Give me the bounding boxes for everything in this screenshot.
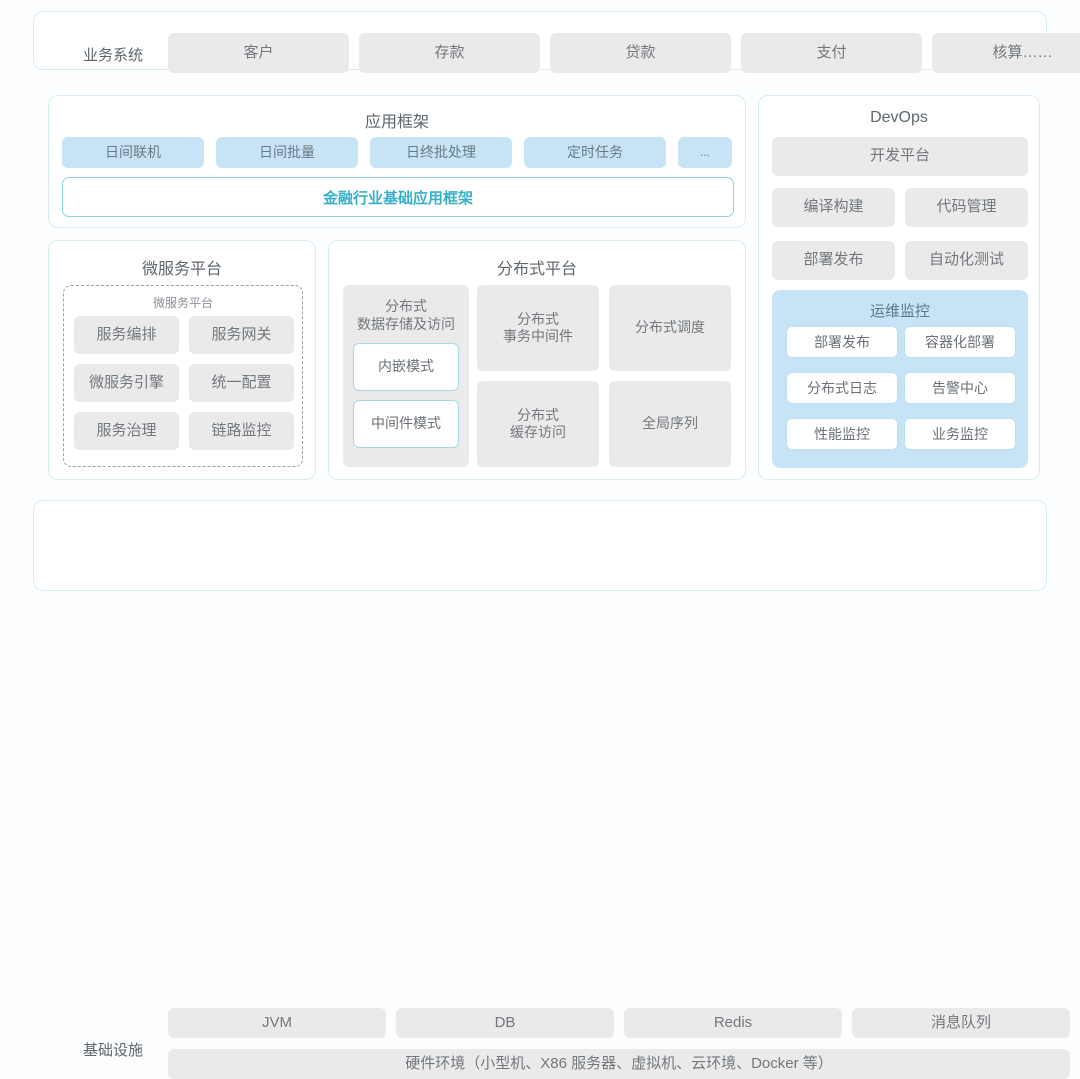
microservice-inner-label: 微服务平台 <box>152 296 213 310</box>
infra-tile-hardware-environment[interactable]: 硬件环境（小型机、X86 服务器、虚拟机、云环境、Docker 等） <box>168 1049 1070 1079</box>
infra-tile-db[interactable]: DB <box>396 1008 614 1038</box>
devops-title: DevOps <box>870 109 928 126</box>
distributed-tile-global-sequence[interactable]: 全局序列 <box>609 381 731 467</box>
infra-tile-message-queue[interactable]: 消息队列 <box>852 1008 1070 1038</box>
application-framework-title: 应用框架 <box>364 114 429 131</box>
app-pill-eod-batch[interactable]: 日终批处理 <box>370 137 512 168</box>
business-tile-customer[interactable]: 客户 <box>168 33 349 73</box>
business-tile-accounting[interactable]: 核算…… <box>932 33 1080 73</box>
storage-mode-embedded[interactable]: 内嵌模式 <box>353 343 459 391</box>
app-pill-daytime-batch[interactable]: 日间批量 <box>216 137 358 168</box>
ops-tile-alert-center[interactable]: 告警中心 <box>904 372 1016 404</box>
ops-monitoring-title: 运维监控 <box>869 303 930 320</box>
devops-card: DevOps 开发平台 编译构建 代码管理 部署发布 自动化测试 运维监控 部署… <box>758 95 1040 480</box>
devops-tile-automated-testing[interactable]: 自动化测试 <box>905 241 1028 280</box>
ops-tile-performance-monitoring[interactable]: 性能监控 <box>786 418 898 450</box>
infrastructure-label: 基础设施 <box>83 1042 144 1059</box>
infra-tile-redis[interactable]: Redis <box>624 1008 842 1038</box>
micro-tile-service-governance[interactable]: 服务治理 <box>74 412 179 450</box>
app-pill-more[interactable]: ... <box>678 137 732 168</box>
business-system-label: 业务系统 <box>83 47 144 64</box>
ops-tile-containerized-deploy[interactable]: 容器化部署 <box>904 326 1016 358</box>
infra-tile-jvm[interactable]: JVM <box>168 1008 386 1038</box>
devops-tile-dev-platform[interactable]: 开发平台 <box>772 137 1028 176</box>
devops-tile-compile-build[interactable]: 编译构建 <box>772 188 895 227</box>
app-pill-scheduled-task[interactable]: 定时任务 <box>524 137 666 168</box>
business-tile-payment[interactable]: 支付 <box>741 33 922 73</box>
micro-tile-link-monitoring[interactable]: 链路监控 <box>189 412 294 450</box>
distributed-platform-card: 分布式平台 分布式 数据存储及访问 内嵌模式 中间件模式 分布式 事务中间件 分… <box>328 240 746 480</box>
distributed-tile-cache-access[interactable]: 分布式 缓存访问 <box>477 381 599 467</box>
application-framework-card: 应用框架 日间联机 日间批量 日终批处理 定时任务 ... 金融行业基础应用框架 <box>48 95 746 228</box>
micro-tile-unified-config[interactable]: 统一配置 <box>189 364 294 402</box>
devops-tile-deploy-release[interactable]: 部署发布 <box>772 241 895 280</box>
micro-tile-service-gateway[interactable]: 服务网关 <box>189 316 294 354</box>
distributed-tile-transaction-middleware[interactable]: 分布式 事务中间件 <box>477 285 599 371</box>
app-pill-daytime-online[interactable]: 日间联机 <box>62 137 204 168</box>
ops-tile-distributed-log[interactable]: 分布式日志 <box>786 372 898 404</box>
devops-tile-code-management[interactable]: 代码管理 <box>905 188 1028 227</box>
distributed-platform-title: 分布式平台 <box>496 261 577 278</box>
business-tile-loan[interactable]: 贷款 <box>550 33 731 73</box>
distributed-storage-label: 分布式 数据存储及访问 <box>357 298 455 333</box>
microservice-platform-title: 微服务平台 <box>141 261 222 278</box>
ops-monitoring-group: 运维监控 部署发布 容器化部署 分布式日志 告警中心 性能监控 业务监控 <box>772 290 1028 468</box>
infrastructure-card: 基础设施 JVM DB Redis 消息队列 硬件环境（小型机、X86 服务器、… <box>33 500 1070 1079</box>
storage-mode-middleware[interactable]: 中间件模式 <box>353 400 459 448</box>
microservice-platform-card: 微服务平台 微服务平台 服务编排 服务网关 微服务引擎 统一配置 服务治理 链路… <box>48 240 316 480</box>
microservice-inner-group: 微服务平台 服务编排 服务网关 微服务引擎 统一配置 服务治理 链路监控 <box>63 285 303 467</box>
micro-tile-microservice-engine[interactable]: 微服务引擎 <box>74 364 179 402</box>
distributed-storage-tile[interactable]: 分布式 数据存储及访问 内嵌模式 中间件模式 <box>343 285 469 467</box>
architecture-diagram: 业务系统 客户 存款 贷款 支付 核算…… 应用框架 日间联机 日间批量 日终批… <box>33 11 1080 1079</box>
micro-tile-service-orchestration[interactable]: 服务编排 <box>74 316 179 354</box>
finance-base-framework-bar[interactable]: 金融行业基础应用框架 <box>62 177 734 217</box>
ops-tile-business-monitoring[interactable]: 业务监控 <box>904 418 1016 450</box>
distributed-tile-scheduling[interactable]: 分布式调度 <box>609 285 731 371</box>
ops-tile-deploy-release[interactable]: 部署发布 <box>786 326 898 358</box>
business-tile-deposit[interactable]: 存款 <box>359 33 540 73</box>
business-system-card: 业务系统 客户 存款 贷款 支付 核算…… <box>33 11 1080 73</box>
